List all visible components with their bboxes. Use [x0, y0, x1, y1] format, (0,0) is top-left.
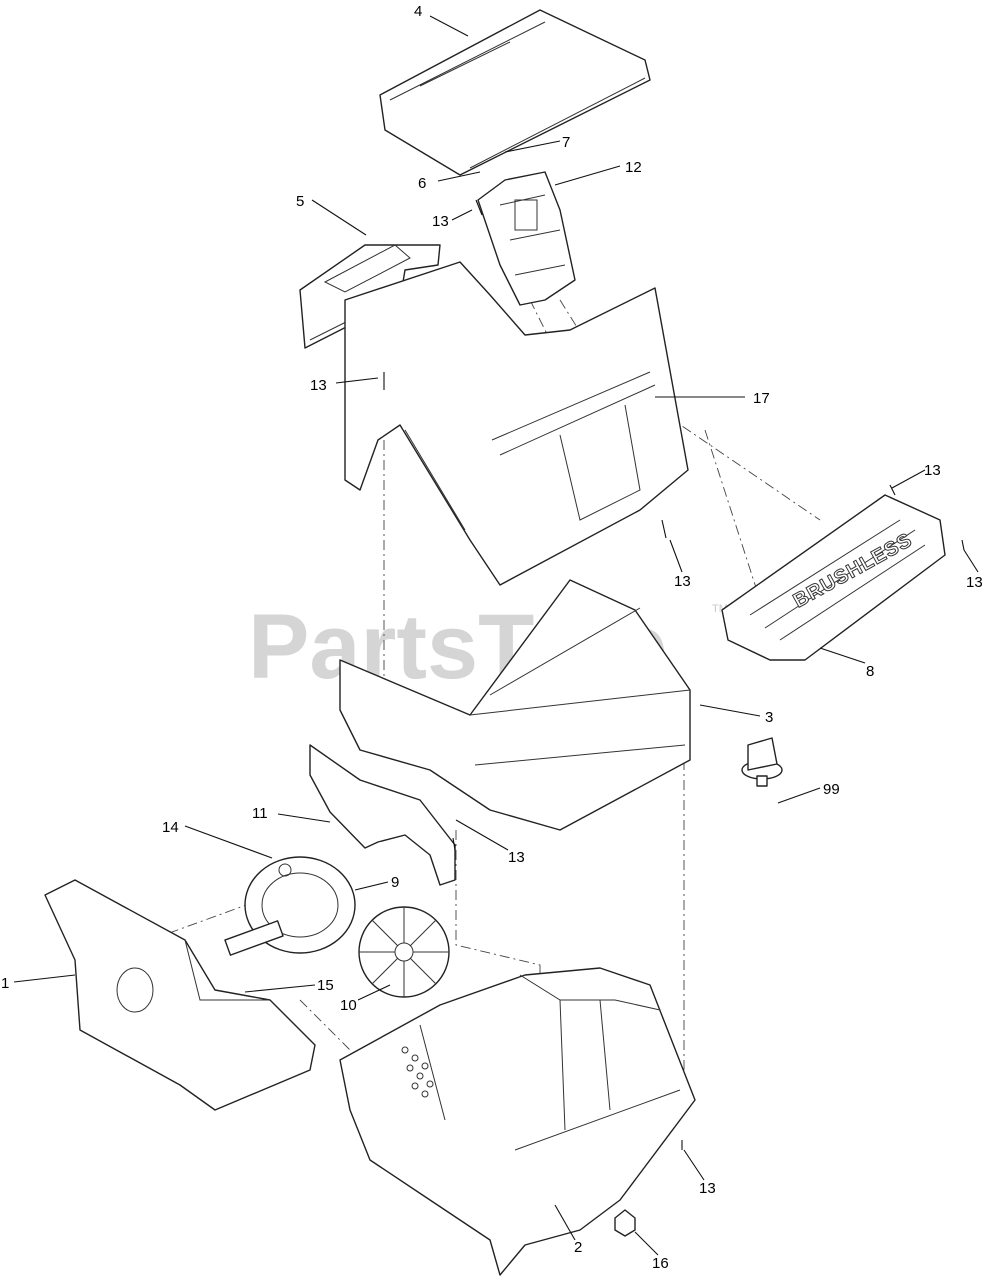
part-10-fan — [358, 906, 450, 998]
callout-7: 7 — [562, 134, 570, 151]
part-3-middle-housing — [339, 579, 691, 831]
callout-13e: 13 — [966, 574, 983, 591]
callout-1: 1 — [1, 975, 9, 992]
callout-13a: 13 — [432, 213, 449, 230]
callout-99: 99 — [823, 781, 840, 798]
callout-4: 4 — [414, 3, 422, 20]
part-17-upper-housing — [344, 261, 689, 586]
part-11-shroud — [309, 744, 456, 886]
callout-15: 15 — [317, 977, 334, 994]
part-12-switch-bracket — [477, 171, 576, 306]
callout-14: 14 — [162, 819, 179, 836]
callout-10: 10 — [340, 997, 357, 1014]
callout-13f: 13 — [508, 849, 525, 866]
callout-12: 12 — [625, 159, 642, 176]
callout-8: 8 — [866, 663, 874, 680]
callout-17: 17 — [753, 390, 770, 407]
vent-holes — [401, 1046, 434, 1098]
callout-13d: 13 — [674, 573, 691, 590]
callout-13b: 13 — [310, 377, 327, 394]
callout-3: 3 — [765, 709, 773, 726]
callout-11: 11 — [252, 805, 268, 822]
part-16-nut — [614, 1209, 636, 1237]
part-9-motor — [224, 856, 356, 956]
callout-2: 2 — [574, 1239, 582, 1256]
callout-9: 9 — [391, 874, 399, 891]
part-4-top-cover — [379, 9, 651, 176]
callout-16: 16 — [652, 1255, 669, 1272]
part-1-mount-plate — [44, 879, 316, 1111]
leader-lines — [13, 15, 979, 1256]
screws — [383, 199, 965, 1150]
callout-5: 5 — [296, 193, 304, 210]
callouts: 4 7 6 12 13 5 13 17 13 13 13 8 3 99 11 1… — [1, 3, 983, 1272]
part-2-lower-housing — [339, 967, 696, 1276]
callout-13c: 13 — [924, 462, 941, 479]
callout-13g: 13 — [699, 1180, 716, 1197]
callout-6: 6 — [418, 175, 426, 192]
part-99-knob — [741, 737, 783, 787]
part-8-motor-cover: BRUSHLESS — [721, 494, 946, 661]
